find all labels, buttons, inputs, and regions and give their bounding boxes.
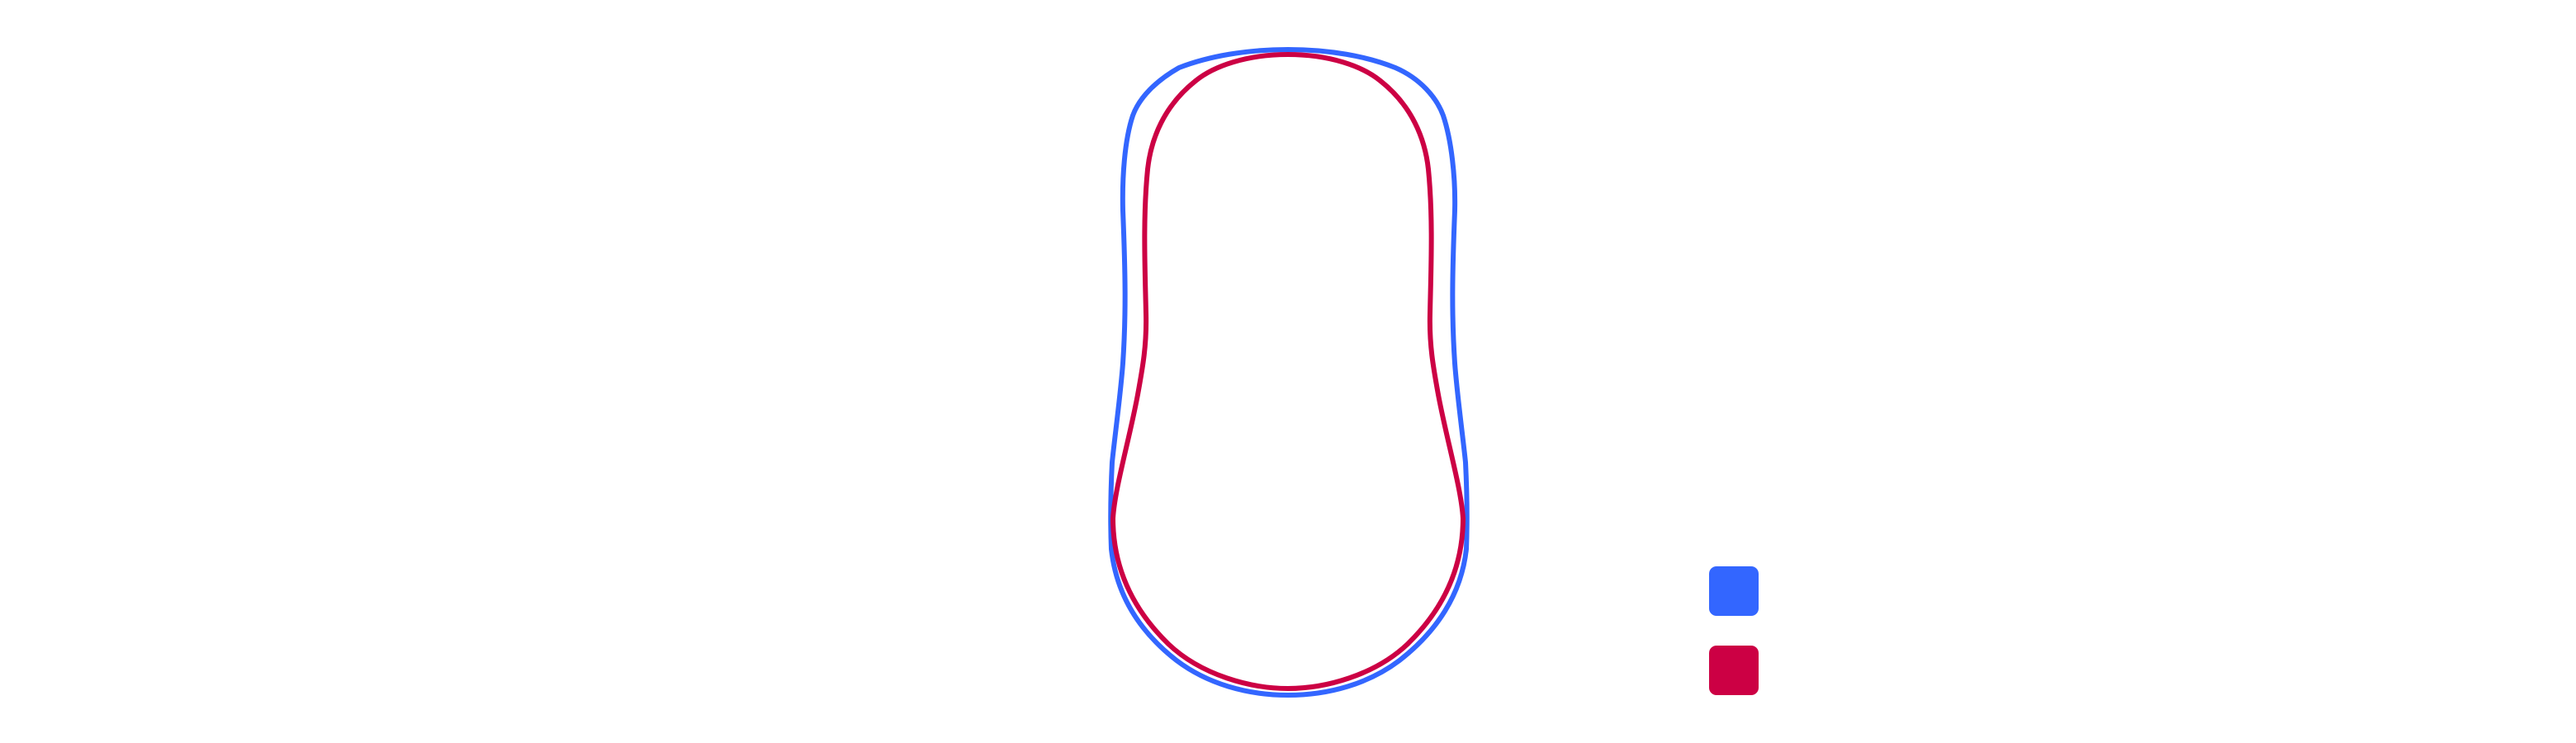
red-outline-shape [1110,52,1466,691]
blue-outline-shape [1108,47,1470,698]
legend-swatch-red [1709,646,1759,695]
legend-swatch-blue [1709,566,1759,616]
